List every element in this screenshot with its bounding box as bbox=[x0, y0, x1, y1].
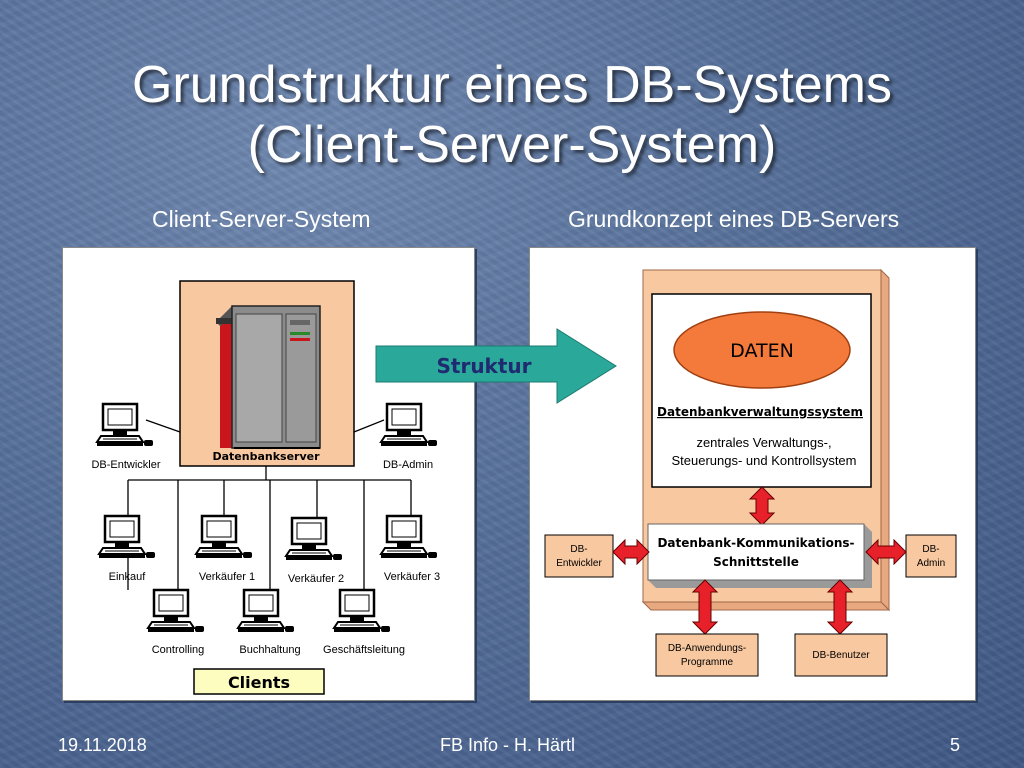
subtitle-db-server: Grundkonzept eines DB-Servers bbox=[568, 206, 900, 232]
title-line-2: (Client-Server-System) bbox=[247, 116, 777, 174]
db-anwendungen-line-1: DB-Anwendungs- bbox=[668, 643, 746, 654]
interface-line-1: Datenbank-Kommunikations- bbox=[657, 536, 854, 550]
pc-icon-controlling bbox=[146, 588, 206, 634]
pc-icon-buchhaltung bbox=[236, 588, 296, 634]
struktur-arrow bbox=[375, 328, 617, 404]
subtitle-client-server: Client-Server-System bbox=[152, 206, 371, 232]
label-buchhaltung: Buchhaltung bbox=[239, 644, 300, 656]
label-db-entwickler: DB-Entwickler bbox=[91, 459, 160, 471]
label-einkauf: Einkauf bbox=[109, 571, 147, 583]
db-benutzer-label: DB-Benutzer bbox=[812, 650, 870, 661]
db-entwickler-box bbox=[544, 534, 614, 578]
pc-icon-verkaeufer-1 bbox=[194, 514, 254, 560]
db-admin-line-1: DB- bbox=[922, 544, 939, 555]
label-geschaeftsleitung: Geschäftsleitung bbox=[323, 644, 405, 656]
daten-label: DATEN bbox=[730, 340, 794, 362]
daten-ellipse bbox=[673, 311, 851, 389]
footer-date: 19.11.2018 bbox=[58, 735, 147, 755]
dbms-desc-line-2: Steuerungs- und Kontrollsystem bbox=[672, 453, 857, 468]
pc-icon-verkaeufer-3 bbox=[379, 514, 439, 560]
clients-box bbox=[193, 668, 325, 695]
db-benutzer-box bbox=[794, 633, 888, 677]
db-entwickler-line-2: Entwickler bbox=[556, 558, 602, 569]
server-label: Datenbankserver bbox=[212, 450, 320, 463]
label-verkaeufer-2: Verkäufer 2 bbox=[288, 573, 344, 585]
label-controlling: Controlling bbox=[152, 644, 205, 656]
clients-label: Clients bbox=[228, 673, 290, 692]
pc-icon-db-admin bbox=[379, 402, 439, 448]
pc-icon-verkaeufer-2 bbox=[284, 516, 344, 562]
label-verkaeufer-3: Verkäufer 3 bbox=[384, 571, 440, 583]
pc-icon-einkauf bbox=[97, 514, 157, 560]
footer-author: FB Info - H. Härtl bbox=[440, 735, 576, 755]
struktur-label: Struktur bbox=[436, 354, 531, 378]
slide-title: Grundstruktur eines DB-Systems (Client-S… bbox=[0, 55, 1024, 175]
db-admin-line-2: Admin bbox=[917, 558, 945, 569]
db-anwendungen-line-2: Programme bbox=[681, 657, 734, 668]
label-verkaeufer-1: Verkäufer 1 bbox=[199, 571, 255, 583]
footer-page-number: 5 bbox=[950, 735, 961, 755]
dbms-title: Datenbankverwaltungssystem bbox=[657, 405, 863, 419]
pc-icon-db-entwickler bbox=[95, 402, 155, 448]
db-entwickler-line-1: DB- bbox=[570, 544, 587, 555]
db-admin-box bbox=[905, 534, 957, 578]
db-anwendungen-box bbox=[655, 633, 759, 677]
arrow-interface-admin bbox=[865, 538, 907, 566]
label-db-admin: DB-Admin bbox=[383, 459, 433, 471]
dbms-desc-line-1: zentrales Verwaltungs-, bbox=[696, 435, 831, 450]
interface-box bbox=[647, 523, 865, 581]
pc-icon-geschaeftsleitung bbox=[332, 588, 392, 634]
interface-line-2: Schnittstelle bbox=[713, 555, 799, 569]
arrow-entwickler-interface bbox=[612, 538, 650, 566]
title-line-1: Grundstruktur eines DB-Systems bbox=[131, 56, 893, 114]
server-icon bbox=[216, 305, 321, 449]
